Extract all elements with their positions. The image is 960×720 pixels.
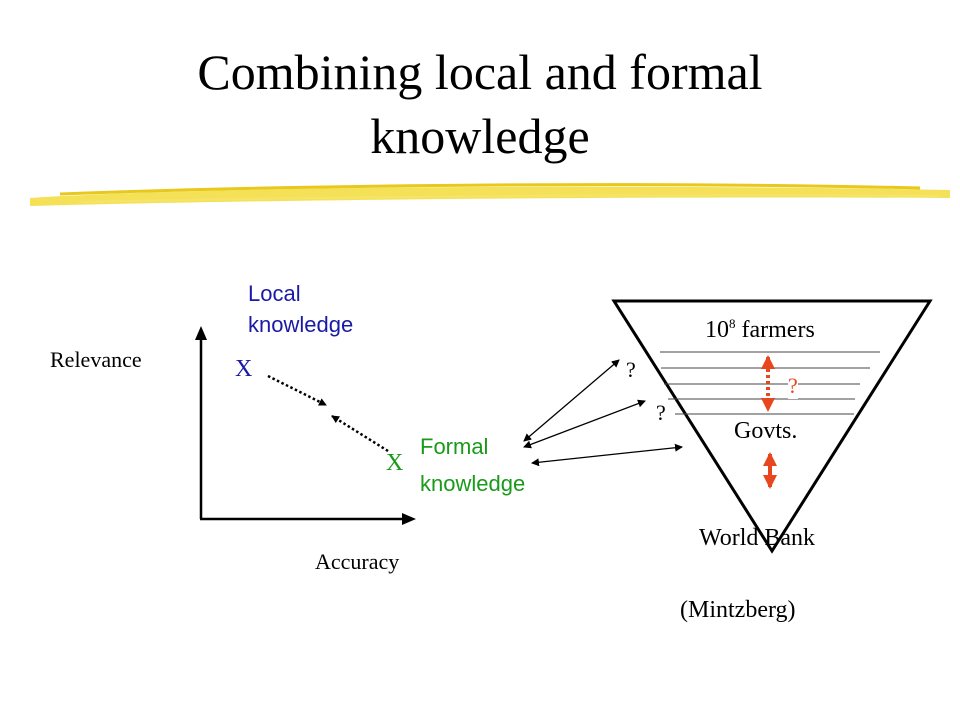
highlighter-underline — [30, 183, 950, 206]
local-to-formal-arrow — [267, 374, 327, 407]
question-mark-orange: ? — [788, 373, 798, 399]
pyramid-middle-label: Govts. — [732, 418, 800, 445]
pyramid-top-label: 108 farmers — [703, 316, 817, 344]
y-axis-arrowhead — [195, 326, 207, 340]
pyramid-top-exponent: 8 — [729, 316, 736, 331]
question-mark-2: ? — [656, 400, 666, 425]
slide-title-line1: Combining local and formal — [197, 44, 763, 100]
x-axis-arrowhead — [402, 513, 416, 525]
y-axis-label: Relevance — [50, 347, 142, 372]
x-axis-label: Accuracy — [315, 549, 400, 574]
slide-title: Combining local and formal knowledge — [0, 40, 960, 168]
formal-knowledge-label-line1: Formal — [420, 434, 489, 459]
formal-to-local-arrow — [331, 414, 389, 453]
slide-title-line2: knowledge — [370, 108, 590, 164]
local-knowledge-label: Local knowledge — [248, 278, 353, 340]
link-arrow-3 — [531, 443, 683, 467]
formal-knowledge-label-line2: knowledge — [420, 471, 526, 496]
local-knowledge-marker: X — [235, 356, 253, 382]
formal-knowledge-marker: X — [386, 450, 404, 476]
link-arrow-2 — [523, 399, 646, 449]
pyramid-top-prefix: 10 — [705, 317, 729, 343]
pyramid-top-suffix: farmers — [735, 317, 815, 343]
formal-knowledge-label: Formal knowledge — [420, 428, 525, 502]
pyramid-bottom-label: World Bank — [699, 525, 816, 551]
question-mark-1: ? — [626, 357, 636, 382]
citation: (Mintzberg) — [680, 597, 796, 623]
local-knowledge-label-line1: Local — [248, 281, 301, 306]
local-knowledge-label-line2: knowledge — [248, 312, 354, 337]
